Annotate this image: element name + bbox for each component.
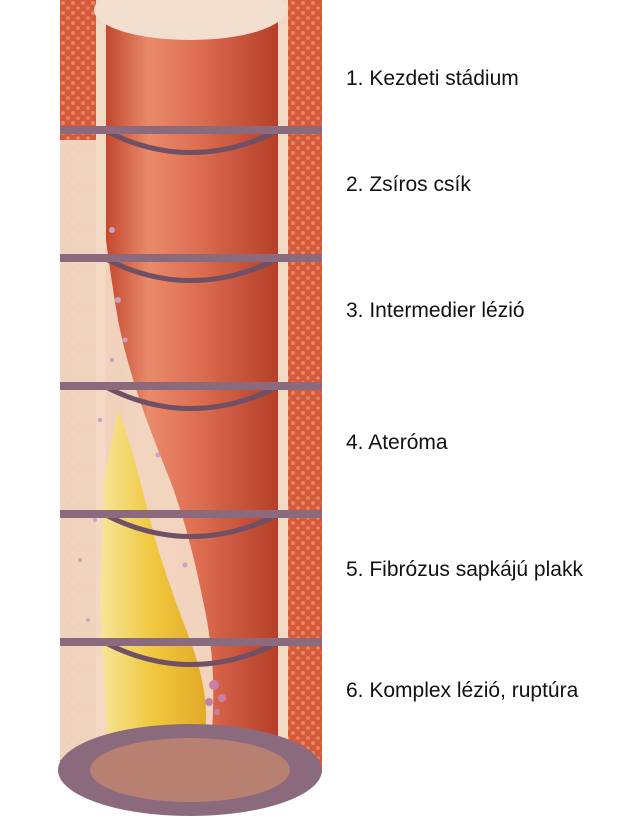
stage-label-3: 3. Intermedier lézió [346,298,525,324]
stage-label-6: 6. Komplex lézió, ruptúra [346,678,578,704]
bottom-lumen [90,738,290,802]
stage-label-4: 4. Ateróma [346,430,448,456]
stage-label-5: 5. Fibrózus sapkájú plakk [346,557,583,583]
stage-label-2: 2. Zsíros csík [346,172,471,198]
stage-label-1: 1. Kezdeti stádium [346,66,519,92]
